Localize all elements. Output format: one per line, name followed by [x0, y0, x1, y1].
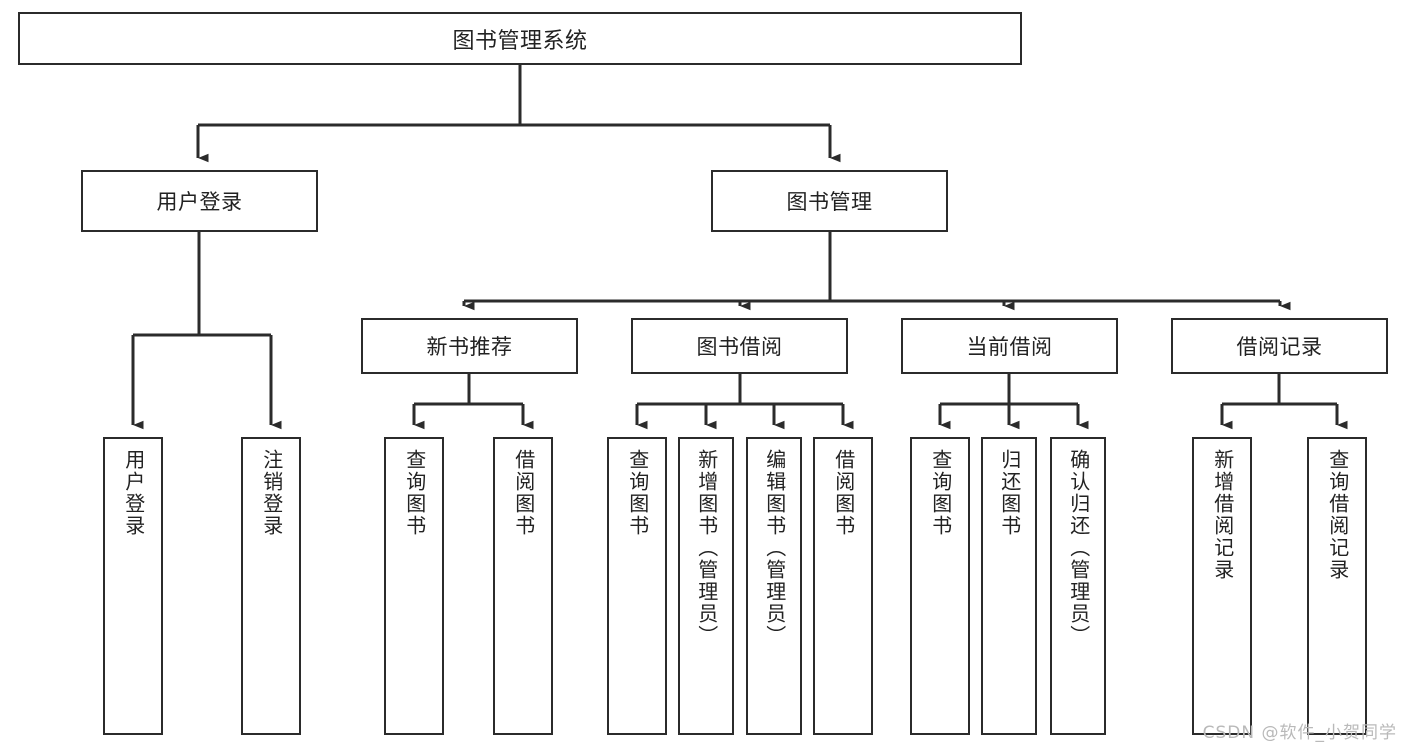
leaf-label: 查询图书	[625, 449, 650, 537]
leaf-current-borrow-confirm-return-admin[interactable]: 确认归还（管理员）	[1050, 437, 1106, 735]
node-book-borrow[interactable]: 图书借阅	[631, 318, 848, 374]
leaf-book-borrow-query-book[interactable]: 查询图书	[607, 437, 667, 735]
node-label: 借阅记录	[1236, 335, 1323, 359]
leaf-borrow-record-add-record[interactable]: 新增借阅记录	[1192, 437, 1252, 735]
node-new-book-recommend[interactable]: 新书推荐	[361, 318, 578, 374]
leaf-label: 查询借阅记录	[1325, 449, 1350, 581]
node-label: 图书借阅	[696, 335, 783, 359]
watermark: CSDN @软件_小贺同学	[1202, 723, 1397, 743]
node-label: 当前借阅	[966, 335, 1053, 359]
node-current-borrow[interactable]: 当前借阅	[901, 318, 1118, 374]
node-user-login[interactable]: 用户登录	[81, 170, 318, 232]
leaf-label: 新增图书（管理员）	[694, 449, 719, 647]
leaf-label: 用户登录	[121, 449, 146, 537]
node-borrow-record[interactable]: 借阅记录	[1171, 318, 1388, 374]
node-book-management[interactable]: 图书管理	[711, 170, 948, 232]
leaf-label: 注销登录	[259, 449, 284, 537]
leaf-label: 编辑图书（管理员）	[762, 449, 787, 647]
leaf-new-book-borrow-book[interactable]: 借阅图书	[493, 437, 553, 735]
leaf-label: 归还图书	[997, 449, 1022, 537]
leaf-label: 查询图书	[928, 449, 953, 537]
leaf-current-borrow-query-book[interactable]: 查询图书	[910, 437, 970, 735]
leaf-user-login-logout[interactable]: 注销登录	[241, 437, 301, 735]
leaf-current-borrow-return-book[interactable]: 归还图书	[981, 437, 1037, 735]
leaf-book-borrow-add-book-admin[interactable]: 新增图书（管理员）	[678, 437, 734, 735]
leaf-label: 借阅图书	[511, 449, 536, 537]
node-label: 图书管理	[786, 190, 873, 214]
leaf-user-login-login[interactable]: 用户登录	[103, 437, 163, 735]
node-label: 图书管理系统	[452, 28, 588, 54]
node-root-book-management-system[interactable]: 图书管理系统	[18, 12, 1022, 65]
node-label: 新书推荐	[426, 335, 513, 359]
leaf-label: 查询图书	[402, 449, 427, 537]
leaf-label: 借阅图书	[831, 449, 856, 537]
leaf-book-borrow-edit-book-admin[interactable]: 编辑图书（管理员）	[746, 437, 802, 735]
leaf-borrow-record-query-record[interactable]: 查询借阅记录	[1307, 437, 1367, 735]
leaf-label: 新增借阅记录	[1210, 449, 1235, 581]
node-label: 用户登录	[156, 190, 243, 214]
leaf-new-book-query-book[interactable]: 查询图书	[384, 437, 444, 735]
leaf-label: 确认归还（管理员）	[1066, 449, 1091, 647]
leaf-book-borrow-borrow-book[interactable]: 借阅图书	[813, 437, 873, 735]
